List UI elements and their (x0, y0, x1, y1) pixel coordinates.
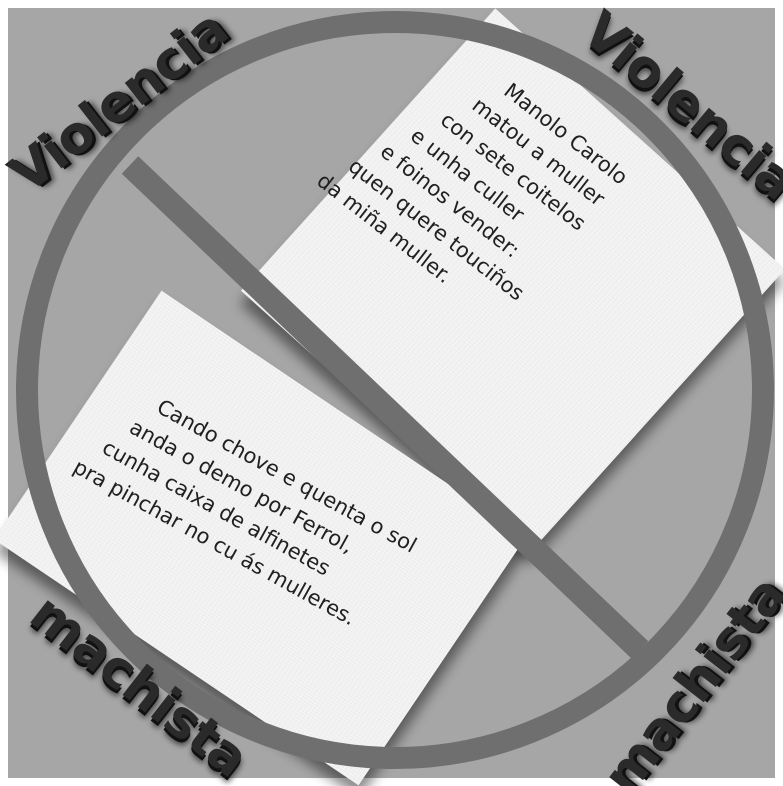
prohibition-slash (121, 156, 649, 659)
prohibition-ring (16, 11, 774, 769)
